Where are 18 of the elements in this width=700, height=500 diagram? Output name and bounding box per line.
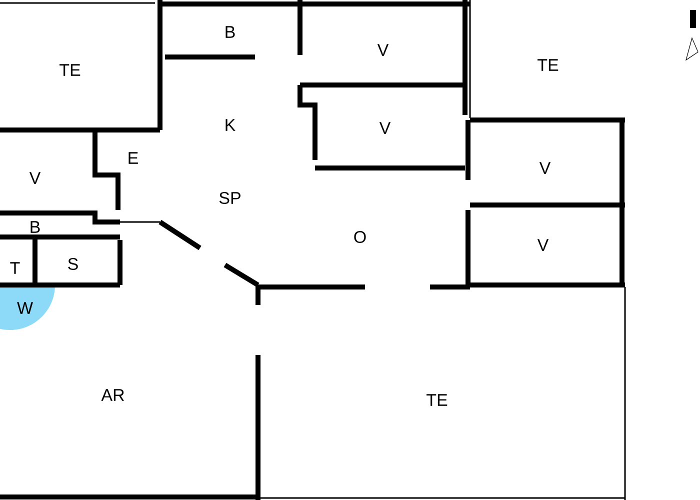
room-label: TE [60, 64, 80, 76]
room-label: V [29, 172, 41, 184]
room-label: B [226, 26, 235, 38]
room-label: V [377, 44, 389, 56]
room-label: W [17, 302, 33, 314]
room-label: V [537, 239, 549, 251]
room-label: V [379, 122, 391, 134]
room-label: S [68, 258, 78, 270]
room-label: E [128, 152, 138, 164]
room-label: V [539, 162, 551, 174]
room-label: T [10, 262, 20, 274]
room-label: SP [219, 192, 240, 204]
room-label: TE [538, 59, 558, 71]
room-label: K [226, 119, 236, 131]
room-label: B [30, 221, 40, 233]
room-label: TE [426, 394, 448, 406]
room-label: O [354, 230, 366, 244]
room-label: AR [101, 389, 124, 401]
